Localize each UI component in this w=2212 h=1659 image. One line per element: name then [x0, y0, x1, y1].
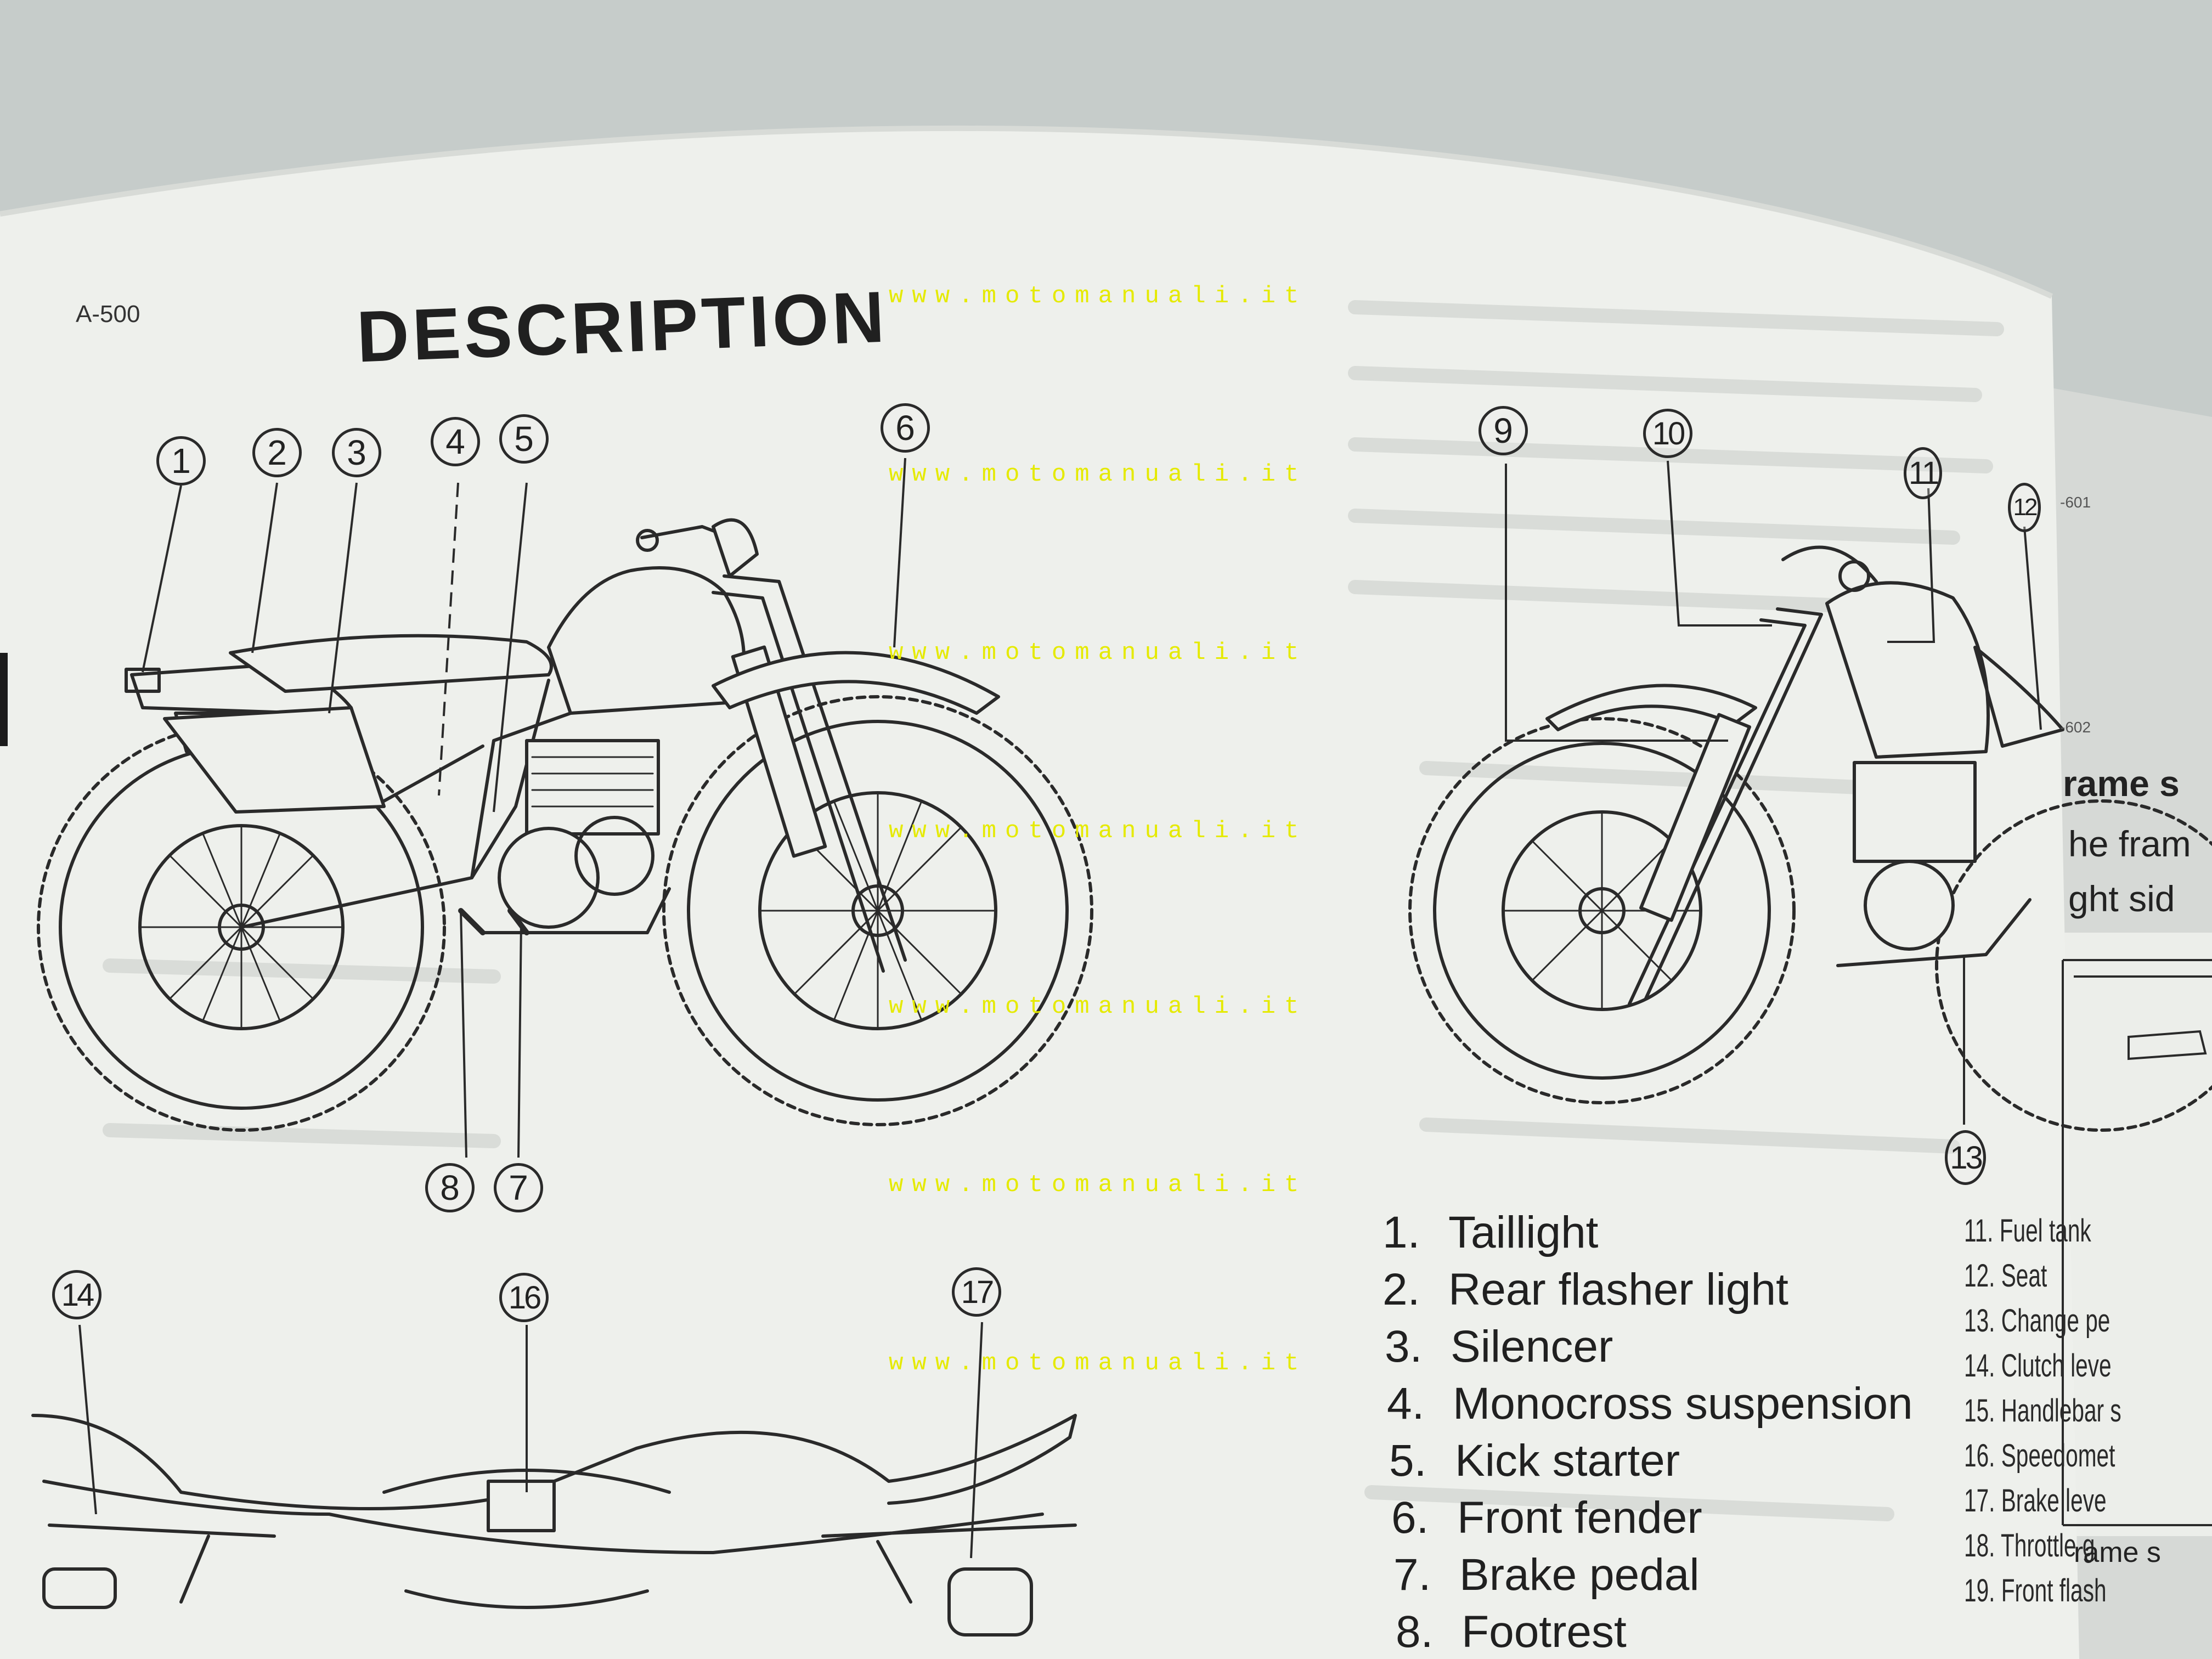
- callout-11: 11: [1904, 447, 1942, 499]
- legend-item: 1.Taillight: [1383, 1207, 1599, 1257]
- right-page-text-fragment: rame s: [2074, 1537, 2161, 1568]
- legend-item: 17. Brake leve: [1964, 1483, 2107, 1519]
- motorcycle-left-side-illustration: [37, 518, 1093, 1132]
- legend-item: 12. Seat: [1964, 1258, 2047, 1294]
- callout-8: 8: [425, 1163, 475, 1212]
- page-code: A-500: [76, 301, 140, 328]
- callout-9: 9: [1479, 406, 1528, 455]
- right-page-text-fragment: ght sid: [2068, 878, 2175, 919]
- watermark-text: www.motomanuali.it: [889, 817, 1308, 845]
- callout-14: 14: [52, 1270, 101, 1319]
- legend-item: 14. Clutch leve: [1964, 1348, 2112, 1384]
- motorcycle-right-side-illustration: [1408, 545, 2212, 1132]
- legend-item: 6.Front fender: [1391, 1493, 1702, 1543]
- watermark-text: www.motomanuali.it: [889, 993, 1308, 1020]
- legend-item: 4.Monocross suspension: [1387, 1379, 1913, 1429]
- legend-item: 13. Change pe: [1964, 1303, 2111, 1339]
- callout-12: 12: [2008, 483, 2041, 532]
- watermark-text: www.motomanuali.it: [889, 639, 1308, 667]
- callout-1: 1: [156, 436, 206, 486]
- callout-2: 2: [252, 428, 302, 477]
- callout-16: 16: [499, 1273, 549, 1322]
- legend-item: 11. Fuel tank: [1964, 1213, 2091, 1249]
- legend-item: 8.Footrest: [1396, 1607, 1627, 1657]
- callout-7: 7: [494, 1163, 543, 1212]
- legend-item: 5.Kick starter: [1389, 1436, 1680, 1486]
- right-page-heading-fragment: rame s: [2063, 763, 2180, 804]
- callout-3: 3: [332, 428, 381, 477]
- callout-13: 13: [1945, 1130, 1986, 1185]
- callout-17: 17: [952, 1267, 1001, 1317]
- legend-item: 19. Front flash: [1964, 1573, 2107, 1609]
- legend-item: 7.Brake pedal: [1393, 1550, 1700, 1600]
- callout-5: 5: [499, 414, 549, 464]
- callout-4: 4: [431, 417, 480, 466]
- callout-6: 6: [881, 403, 930, 453]
- legend-item: 3.Silencer: [1385, 1322, 1613, 1372]
- callout-10: 10: [1643, 409, 1692, 458]
- right-page-code: -601: [2060, 494, 2091, 511]
- legend-item: 2.Rear flasher light: [1383, 1265, 1788, 1314]
- watermark-text: www.motomanuali.it: [889, 283, 1308, 310]
- right-page-code: -602: [2060, 719, 2091, 736]
- legend-item: 15. Handlebar s: [1964, 1393, 2121, 1429]
- watermark-text: www.motomanuali.it: [889, 1171, 1308, 1199]
- legend-item: 16. Speedomet: [1964, 1438, 2115, 1474]
- watermark-text: www.motomanuali.it: [889, 1350, 1308, 1377]
- right-page-text-fragment: he fram: [2068, 823, 2191, 864]
- watermark-text: www.motomanuali.it: [889, 461, 1308, 488]
- legend-item: 18. Throttle g: [1964, 1528, 2095, 1564]
